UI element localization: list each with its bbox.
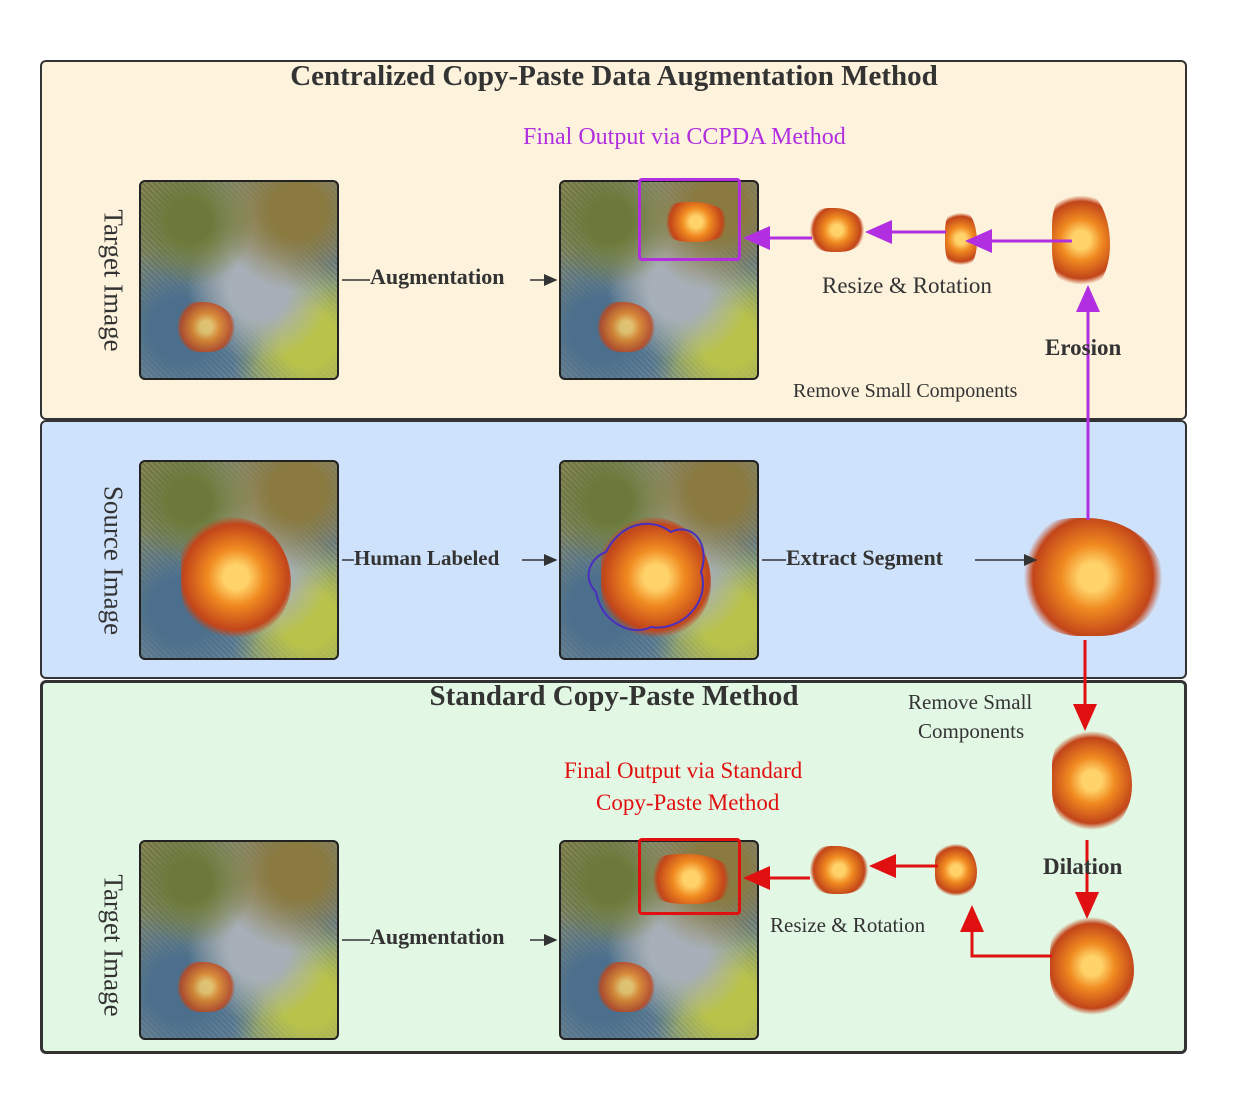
label-outline	[587, 522, 705, 632]
dilation-label: Dilation	[1043, 854, 1123, 879]
standard-segment-resized	[808, 846, 870, 894]
extracted-segment	[1022, 518, 1164, 636]
target-image-bottom	[139, 840, 339, 1040]
extract-segment-label: Extract Segment	[786, 545, 944, 570]
rotate-arrow-red	[960, 905, 1052, 958]
standard-resize-rotation-label: Resize & Rotation	[770, 913, 926, 937]
dilated-segment	[1050, 916, 1134, 1016]
standard-panel-title: Standard Copy-Paste Method	[429, 680, 799, 712]
augmentation-label-bottom: Augmentation	[370, 924, 505, 949]
ccpda-paste-box	[638, 178, 741, 261]
human-labeled-label: Human Labeled	[354, 546, 500, 570]
ccpda-resize-rotation-label: Resize & Rotation	[822, 273, 992, 298]
ccpda-final-output-label: Final Output via CCPDA Method	[523, 124, 846, 150]
ccpda-remove-small-label: Remove Small Components	[793, 380, 1018, 402]
augmentation-label-top: Augmentation	[370, 264, 505, 289]
standard-remove-small-line1: Remove Small	[908, 690, 1033, 714]
ccpda-segment-resized	[808, 208, 866, 252]
standard-paste-box	[638, 838, 741, 915]
cleaned-segment	[1052, 728, 1132, 833]
standard-segment-rotated	[935, 842, 977, 898]
target-image-top	[139, 180, 339, 380]
ccpda-panel-title: Centralized Copy-Paste Data Augmentation…	[290, 60, 938, 92]
labeled-source-image	[559, 460, 759, 660]
standard-output-image	[559, 840, 759, 1040]
standard-final-output-line1: Final Output via Standard	[564, 758, 803, 783]
standard-remove-small-line2: Components	[918, 719, 1025, 743]
source-image	[139, 460, 339, 660]
ccpda-output-image	[559, 180, 759, 380]
standard-final-output-line2: Copy-Paste Method	[596, 790, 780, 815]
erosion-label: Erosion	[1045, 335, 1122, 360]
